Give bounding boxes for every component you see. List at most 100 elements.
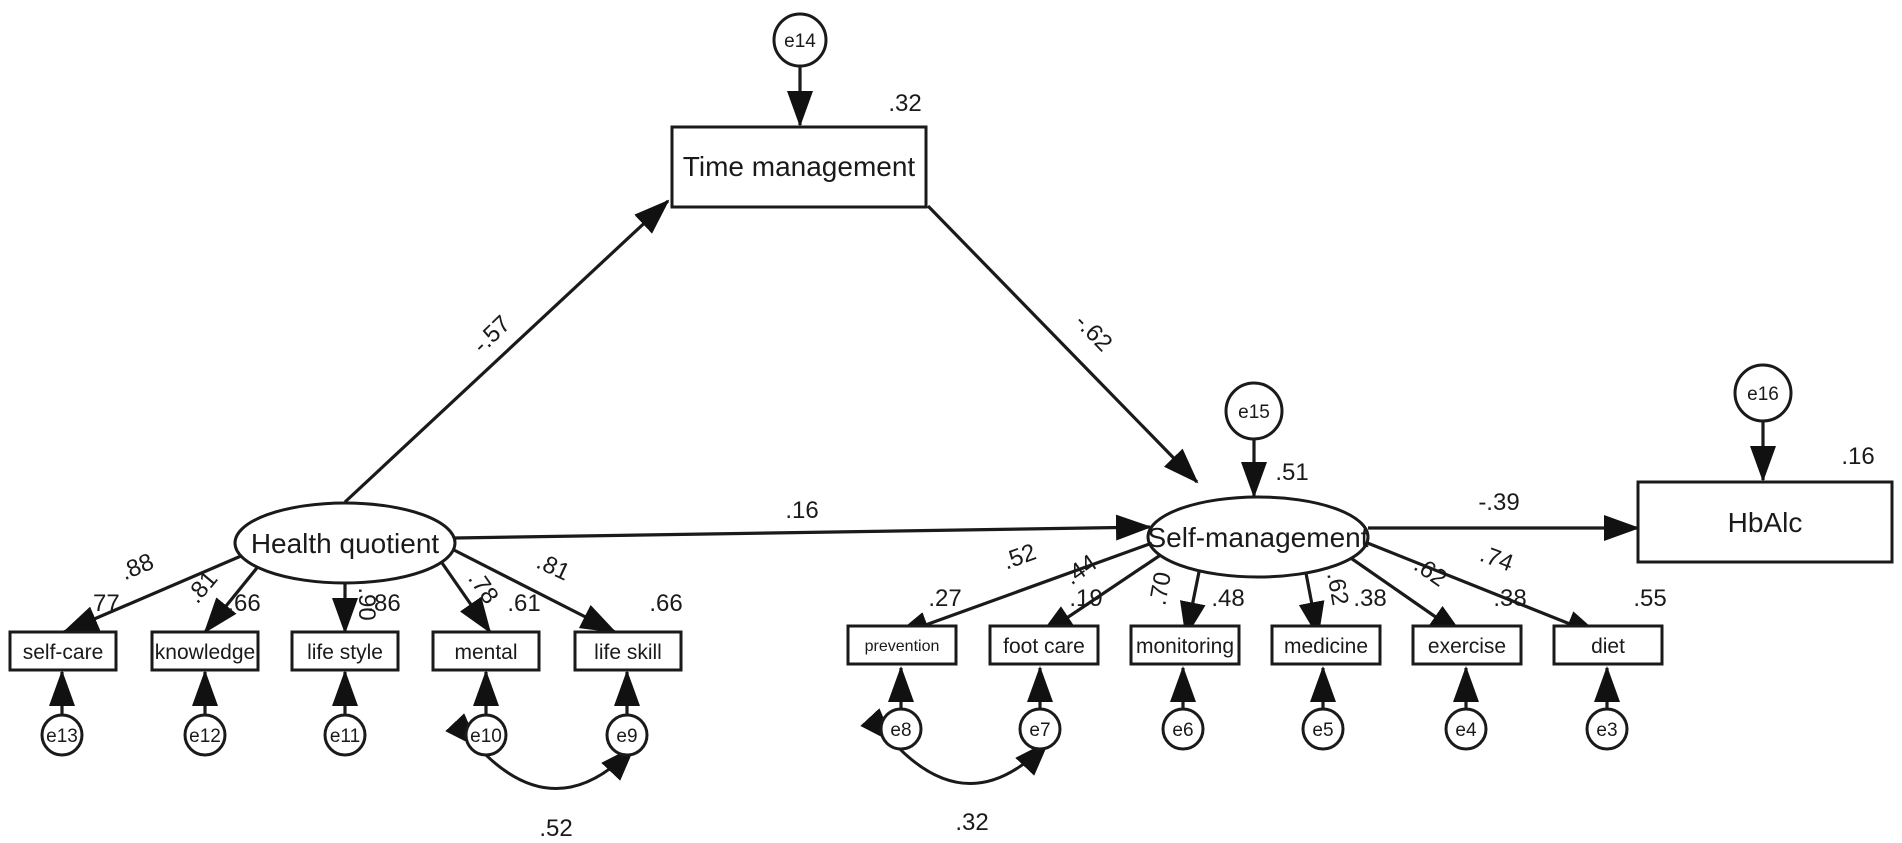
loading-label-life-skill: .81	[532, 548, 574, 587]
self-care-box	[8, 630, 118, 672]
coef-time-to-sm: -.62	[1069, 309, 1117, 358]
loading-label-life-style: .90	[353, 587, 380, 620]
covariance-e10-e9	[445, 713, 636, 790]
hba1c-box	[1636, 480, 1894, 564]
health-quotient-oval	[233, 501, 457, 585]
loading-hq-life-skill	[449, 546, 617, 634]
r2-monitoring: .48	[1211, 585, 1244, 612]
covariance-e8-e7	[860, 708, 1050, 785]
error-e11	[323, 713, 367, 757]
error-e14	[772, 12, 828, 68]
error-e7-label: e7	[1029, 720, 1050, 741]
r2-diet: .55	[1633, 585, 1666, 612]
r2-medicine: .38	[1353, 585, 1386, 612]
coef-sm-to-hba1c: -.39	[1478, 489, 1519, 516]
r2-hba1c: .16	[1841, 443, 1874, 470]
diet-box	[1552, 624, 1664, 666]
loading-sm-exercise	[1344, 552, 1465, 638]
mental-box	[431, 630, 541, 672]
mental-label: mental	[454, 641, 517, 664]
medicine-box	[1270, 624, 1382, 666]
error-e8	[879, 707, 923, 751]
medicine-label: medicine	[1284, 635, 1368, 658]
loading-sm-prevention	[893, 540, 1156, 638]
covariance-label-e10-e9: .52	[539, 815, 572, 842]
error-e6	[1161, 707, 1205, 751]
r2-life-skill: .66	[649, 590, 682, 617]
loading-label-exercise: .62	[1409, 551, 1452, 592]
error-e16	[1733, 363, 1793, 423]
error-e4	[1444, 707, 1488, 751]
monitoring-label: monitoring	[1136, 635, 1234, 658]
r2-prevention: .27	[928, 585, 961, 612]
path-time-to-sm	[926, 204, 1199, 484]
monitoring-box	[1129, 624, 1241, 666]
path-hq-to-time	[343, 199, 670, 504]
hba1c-label: HbAlc	[1728, 507, 1803, 538]
path-hq-to-sm	[454, 514, 1152, 541]
error-e10-label: e10	[470, 726, 502, 747]
error-e14-label: e14	[784, 31, 816, 52]
error-e6-label: e6	[1172, 720, 1193, 741]
prevention-box	[846, 624, 958, 666]
covariance-label-e8-e7: .32	[955, 809, 988, 836]
loading-hq-knowledge	[203, 556, 267, 634]
error-e5	[1301, 707, 1345, 751]
life-skill-label: life skill	[594, 641, 662, 664]
error-e9	[605, 713, 649, 757]
r2-time-management: .32	[888, 90, 921, 117]
error-e9-label: e9	[616, 726, 637, 747]
error-e12-label: e12	[189, 726, 221, 747]
loading-label-monitoring: .70	[1144, 570, 1176, 608]
loading-hq-mental	[438, 559, 492, 634]
exercise-box	[1411, 624, 1523, 666]
loading-label-diet: .74	[1476, 541, 1517, 578]
error-e3	[1585, 707, 1629, 751]
loading-label-medicine: .62	[1321, 570, 1353, 608]
r2-self-management: .51	[1275, 459, 1308, 486]
error-e16-label: e16	[1747, 384, 1779, 405]
knowledge-label: knowledge	[155, 641, 255, 664]
error-e15-label: e15	[1238, 402, 1270, 423]
loading-sm-foot-care	[1038, 550, 1166, 638]
error-e10	[464, 713, 508, 757]
error-e3-label: e3	[1596, 720, 1617, 741]
error-e15	[1224, 381, 1284, 441]
prevention-label: prevention	[865, 638, 940, 655]
error-e7	[1018, 707, 1062, 751]
time-management-label: Time management	[683, 151, 916, 182]
life-style-box	[290, 630, 400, 672]
life-skill-box	[573, 630, 683, 672]
error-e12	[183, 713, 227, 757]
r2-mental: .61	[507, 590, 540, 617]
r2-life-style: .86	[367, 590, 400, 617]
error-e4-label: e4	[1455, 720, 1477, 741]
time-management-box	[670, 125, 928, 209]
r2-knowledge: .66	[227, 590, 260, 617]
loading-label-prevention: .52	[999, 539, 1040, 576]
self-care-label: self-care	[23, 641, 104, 664]
r2-self-care: .77	[86, 590, 119, 617]
loading-hq-self-care	[62, 548, 256, 634]
error-e11-label: e11	[330, 726, 360, 747]
diet-label: diet	[1591, 635, 1625, 658]
foot-care-box	[988, 624, 1100, 666]
foot-care-label: foot care	[1003, 635, 1085, 658]
coef-hq-to-sm: .16	[785, 497, 818, 524]
health-quotient-label: Health quotient	[251, 528, 440, 559]
error-e13	[40, 713, 84, 757]
loading-label-self-care: .88	[116, 548, 157, 586]
r2-foot-care: .19	[1069, 585, 1102, 612]
error-e8-label: e8	[890, 720, 911, 741]
knowledge-box	[150, 630, 260, 672]
self-management-label: Self-management	[1147, 522, 1368, 553]
self-management-oval	[1146, 495, 1370, 579]
error-e13-label: e13	[46, 726, 78, 747]
loading-label-knowledge: .81	[181, 566, 223, 609]
life-style-label: life style	[307, 641, 383, 664]
exercise-label: exercise	[1428, 635, 1506, 658]
r2-exercise: .38	[1493, 585, 1526, 612]
loading-sm-diet	[1364, 540, 1602, 638]
error-e5-label: e5	[1312, 720, 1333, 741]
